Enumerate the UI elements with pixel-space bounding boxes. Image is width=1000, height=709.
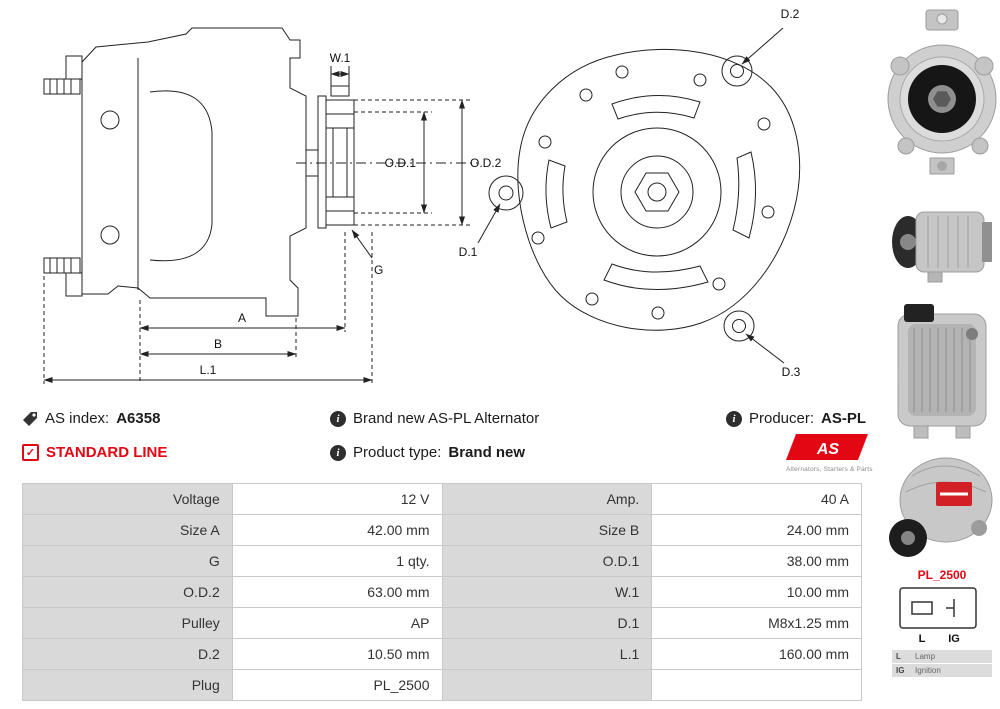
table-row: D.2 10.50 mm L.1 160.00 mm — [22, 638, 862, 670]
check-icon: ✓ — [22, 444, 39, 461]
spec-label: Size A — [22, 514, 233, 546]
plug-connector-drawing: L IG — [899, 587, 977, 645]
dim-d2: D.2 — [781, 7, 800, 21]
spec-label: L.1 — [441, 638, 653, 670]
front-view-drawing — [477, 27, 801, 364]
legend-desc: Ignition — [915, 666, 941, 675]
legend-row: IG Ignition — [892, 664, 992, 678]
spec-label: Voltage — [22, 483, 233, 515]
info-icon: i — [726, 410, 742, 427]
side-view-drawing — [43, 27, 478, 317]
table-row: Voltage 12 V Amp. 40 A — [22, 483, 862, 515]
product-type-label: Product type: — [353, 444, 442, 461]
spec-label: Amp. — [441, 483, 653, 515]
plug-legend: L Lamp IG Ignition — [892, 650, 992, 678]
info-icon: i — [330, 410, 346, 427]
plug-code-label: PL_2500 — [917, 568, 967, 582]
info-icon: i — [330, 444, 346, 461]
dim-od1: O.D.1 — [385, 156, 417, 170]
spec-value: 63.00 mm — [231, 576, 443, 608]
as-pl-logo: AS Alternators, Starters & Parts — [786, 434, 873, 473]
brand-new-row: i Brand new AS-PL Alternator — [330, 410, 539, 427]
product-photo-side — [892, 211, 992, 283]
logo-text: AS — [816, 441, 840, 458]
legend-pin: IG — [896, 666, 905, 675]
producer-value: AS-PL — [821, 410, 867, 427]
spec-value: 10.50 mm — [231, 638, 443, 670]
legend-row: L Lamp — [892, 650, 992, 664]
spec-label — [441, 669, 653, 701]
dim-a: A — [238, 311, 246, 325]
spec-label: Size B — [441, 514, 653, 546]
spec-value: AP — [231, 607, 443, 639]
spec-value — [651, 669, 862, 701]
fan-slots — [545, 95, 756, 291]
rim-holes — [531, 65, 775, 320]
plug-pin-ig-label: IG — [948, 633, 960, 645]
spec-value: PL_2500 — [231, 669, 443, 701]
table-row: G 1 qty. O.D.1 38.00 mm — [22, 545, 862, 577]
producer-row: i Producer: AS-PL — [726, 410, 866, 427]
brand-new-text: Brand new AS-PL Alternator — [353, 410, 540, 427]
spec-table: Voltage 12 V Amp. 40 A Size A 42.00 mm S… — [22, 483, 862, 701]
product-photos-sidebar: PL_2500 L IG L Lamp IG Ignition — [884, 0, 1000, 709]
spec-value: 24.00 mm — [651, 514, 862, 546]
shaft-nut — [634, 172, 680, 212]
tag-icon — [23, 411, 37, 426]
alternator-body-outline — [81, 27, 307, 317]
mounting-bolts — [43, 55, 83, 297]
product-photo-rear — [897, 304, 987, 439]
technical-drawing: W.1 O.D.1 O.D.2 G A B L.1 D.2 D.1 D.3 — [43, 7, 801, 384]
spec-value: 1 qty. — [231, 545, 443, 577]
plug-pin-l-label: L — [919, 633, 926, 645]
pulley — [306, 85, 355, 229]
logo-caption: Alternators, Starters & Parts — [786, 466, 873, 473]
legend-desc: Lamp — [915, 652, 936, 661]
table-row: Pulley AP D.1 M8x1.25 mm — [22, 607, 862, 639]
spec-label: D.1 — [441, 607, 653, 639]
dim-d1: D.1 — [459, 245, 478, 259]
spec-value: 40 A — [651, 483, 862, 515]
as-pl-logo-mark: AS — [786, 434, 868, 460]
spec-value: 38.00 mm — [651, 545, 862, 577]
spec-label: G — [22, 545, 233, 577]
spec-label: Pulley — [22, 607, 233, 639]
dim-w1: W.1 — [330, 51, 351, 65]
product-photo-front — [887, 9, 997, 175]
spec-value: 42.00 mm — [231, 514, 443, 546]
dimension-labels: W.1 O.D.1 O.D.2 G A B L.1 D.2 D.1 D.3 — [200, 7, 801, 379]
dim-d3: D.3 — [782, 365, 801, 379]
front-outline — [517, 48, 801, 331]
spec-label: W.1 — [441, 576, 653, 608]
standard-line-row: ✓ STANDARD LINE — [22, 444, 167, 461]
dim-od2: O.D.2 — [470, 156, 502, 170]
dimension-lines — [43, 66, 470, 384]
as-index-value: A6358 — [116, 410, 161, 427]
legend-pin: L — [896, 652, 901, 661]
table-row: Size A 42.00 mm Size B 24.00 mm — [22, 514, 862, 546]
table-row: Plug PL_2500 — [22, 669, 862, 701]
spec-value: 160.00 mm — [651, 638, 862, 670]
standard-line-label: STANDARD LINE — [46, 444, 168, 461]
dim-l1: L.1 — [200, 363, 217, 377]
product-type-value: Brand new — [448, 444, 526, 461]
product-type-row: i Product type: Brand new — [330, 444, 525, 461]
spec-value: M8x1.25 mm — [651, 607, 862, 639]
spec-label: Plug — [22, 669, 233, 701]
dim-b: B — [214, 337, 222, 351]
table-row: O.D.2 63.00 mm W.1 10.00 mm — [22, 576, 862, 608]
plug-diagram: L IG — [894, 586, 990, 651]
spec-label: O.D.2 — [22, 576, 233, 608]
product-photo-angled — [889, 457, 993, 557]
spec-value: 10.00 mm — [651, 576, 862, 608]
dim-g: G — [374, 263, 383, 277]
spec-label: O.D.1 — [441, 545, 653, 577]
as-index-row: AS index: A6358 — [22, 410, 160, 427]
spec-value: 12 V — [231, 483, 443, 515]
as-index-label: AS index: — [45, 410, 110, 427]
producer-label: Producer: — [749, 410, 815, 427]
spec-label: D.2 — [22, 638, 233, 670]
